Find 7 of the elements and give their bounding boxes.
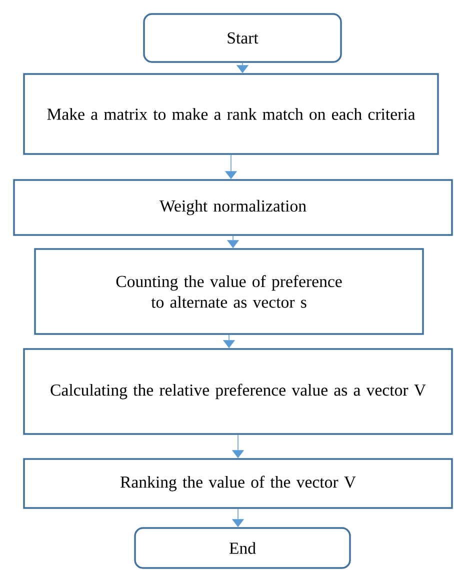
process-box: Counting the value of preference to alternate as vector s (34, 248, 424, 335)
process-box: Ranking the value of the vector V (23, 458, 453, 509)
terminal-box: Start (143, 13, 342, 63)
process-box: Calculating the relative preference value as a vector V (23, 348, 453, 435)
terminal-box: End (134, 527, 351, 569)
process-box: Make a matrix to make a rank match on each criteria (23, 73, 439, 155)
process-box: Weight normalization (13, 179, 453, 236)
